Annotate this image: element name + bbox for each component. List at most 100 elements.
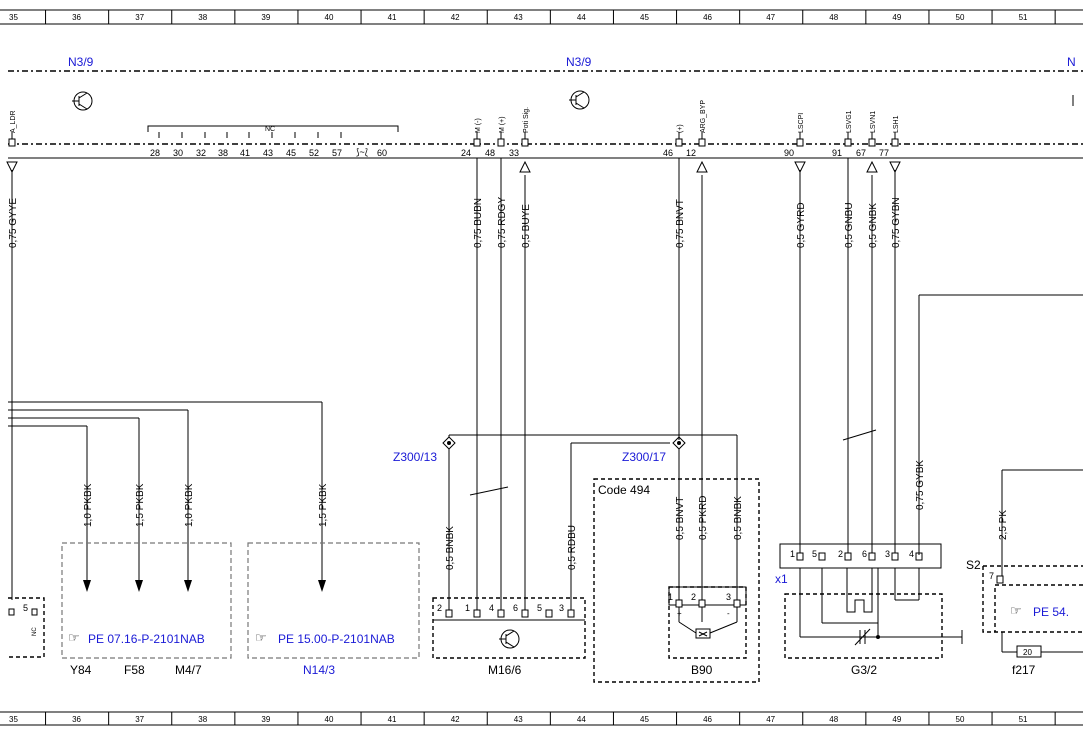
grid-number: 50 bbox=[956, 13, 965, 22]
grid-number: 36 bbox=[72, 13, 81, 22]
wire-label: 0,75 GYYE bbox=[8, 198, 19, 248]
pointing-hand-icon: ☞ bbox=[255, 630, 267, 645]
code-box-label: Code 494 bbox=[598, 483, 650, 497]
svg-text:5: 5 bbox=[23, 603, 28, 613]
top-pin-number: 67 bbox=[856, 148, 866, 158]
b90-pin-number: 1 bbox=[668, 592, 673, 602]
top-pin-number: 90 bbox=[784, 148, 794, 158]
wire-label: 0,5 GNBU bbox=[844, 202, 855, 248]
grid-number: 41 bbox=[388, 715, 397, 724]
grid-number: 48 bbox=[829, 715, 838, 724]
top-pin-name: LSCPI bbox=[798, 113, 805, 133]
left-connector: 5 NC bbox=[8, 597, 45, 658]
svg-text:+: + bbox=[677, 609, 682, 618]
grid-number: 37 bbox=[135, 715, 144, 724]
top-pin: (+) 46 bbox=[663, 124, 684, 170]
nc-break-mark: ⟆~⟅ bbox=[356, 147, 369, 157]
svg-text:-: - bbox=[727, 609, 730, 618]
g3-2-component bbox=[784, 593, 943, 659]
g32-pin-number: 6 bbox=[862, 549, 867, 559]
x1-label[interactable]: x1 bbox=[775, 572, 788, 586]
reference-box bbox=[994, 584, 1083, 632]
top-pin-name: M (-) bbox=[475, 118, 482, 133]
m16-pin-number: 3 bbox=[559, 603, 564, 613]
nc-pin-number: 32 bbox=[196, 148, 206, 158]
b90-pin-number: 2 bbox=[691, 592, 696, 602]
top-pin: M (+) 48 bbox=[485, 116, 506, 170]
top-pin-number: 12 bbox=[686, 148, 696, 158]
feed-lines bbox=[8, 401, 323, 470]
top-pin-number: 77 bbox=[879, 148, 889, 158]
grid-number: 38 bbox=[198, 13, 207, 22]
splice-z300-17[interactable]: Z300/17 bbox=[622, 436, 686, 464]
m16-pin-number: 6 bbox=[513, 603, 518, 613]
grid-number: 37 bbox=[135, 13, 144, 22]
wire-label: 1,0 PKBK bbox=[184, 483, 195, 527]
component-label: B90 bbox=[691, 663, 713, 677]
top-pin-number: 48 bbox=[485, 148, 495, 158]
nc-pin-number: 41 bbox=[240, 148, 250, 158]
reference-link[interactable]: ☞ PE 07.16-P-2101NAB bbox=[68, 630, 205, 646]
grid-number: 45 bbox=[640, 13, 649, 22]
grid-number: 48 bbox=[829, 13, 838, 22]
reference-link[interactable]: ☞ PE 15.00-P-2101NAB bbox=[255, 630, 395, 646]
component-label: M4/7 bbox=[175, 663, 202, 677]
module-label[interactable]: N3/9 bbox=[68, 55, 94, 69]
top-pin-number: 46 bbox=[663, 148, 673, 158]
component-label[interactable]: N14/3 bbox=[303, 663, 335, 677]
grid-number: 46 bbox=[703, 13, 712, 22]
grid-number: 42 bbox=[451, 13, 460, 22]
nc-label: NC bbox=[265, 126, 275, 133]
transistor-icon bbox=[569, 90, 590, 110]
grid-bottom bbox=[0, 711, 1083, 726]
grid-number: 35 bbox=[9, 715, 18, 724]
grid-number: 43 bbox=[514, 13, 523, 22]
g32-pin-number: 2 bbox=[838, 549, 843, 559]
reference-link[interactable]: ☞ PE 54. bbox=[1010, 603, 1069, 619]
svg-text:PE 54.: PE 54. bbox=[1033, 605, 1069, 619]
reference-box bbox=[247, 542, 420, 659]
code-box bbox=[593, 478, 760, 683]
svg-text:Z300/13: Z300/13 bbox=[393, 450, 437, 464]
component-label: F58 bbox=[124, 663, 145, 677]
top-pin: A_LDR bbox=[6, 110, 18, 174]
top-pin-name: ARG_BYP bbox=[700, 100, 707, 133]
grid-top bbox=[0, 9, 1083, 25]
nc-pin-number: 38 bbox=[218, 148, 228, 158]
top-pin-name: M (+) bbox=[499, 116, 506, 133]
nc-bracket bbox=[147, 125, 399, 132]
top-pin-name: (+) bbox=[677, 124, 684, 133]
nc-pin-number: 28 bbox=[150, 148, 160, 158]
wire-label: 0,75 GYBK bbox=[915, 460, 926, 510]
nc-pin-number: 43 bbox=[263, 148, 273, 158]
svg-text:NC: NC bbox=[32, 627, 38, 636]
module-label[interactable]: N3/9 bbox=[566, 55, 592, 69]
g32-pin-number: 3 bbox=[885, 549, 890, 559]
grid-number: 46 bbox=[703, 715, 712, 724]
s2-label: S2 bbox=[966, 558, 981, 572]
m16-pin-number: 1 bbox=[465, 603, 470, 613]
m16-pin-number: 4 bbox=[489, 603, 494, 613]
wire-label: 0,75 BNVT bbox=[675, 199, 686, 248]
grid-number: 42 bbox=[451, 715, 460, 724]
module-label-fragment: N bbox=[1067, 55, 1076, 69]
grid-number: 38 bbox=[198, 715, 207, 724]
wire-label: 1,5 PKBK bbox=[318, 483, 329, 527]
wire-label: 1,5 PKBK bbox=[135, 483, 146, 527]
nc-pin-number: 30 bbox=[173, 148, 183, 158]
nc-pin-number: 45 bbox=[286, 148, 296, 158]
m16-6-component bbox=[432, 597, 586, 659]
splice-z300-13[interactable]: Z300/13 bbox=[393, 436, 456, 464]
g3-2-internals bbox=[799, 429, 963, 646]
top-pin: ARG_BYP 12 bbox=[686, 100, 708, 173]
grid-number: 36 bbox=[72, 715, 81, 724]
